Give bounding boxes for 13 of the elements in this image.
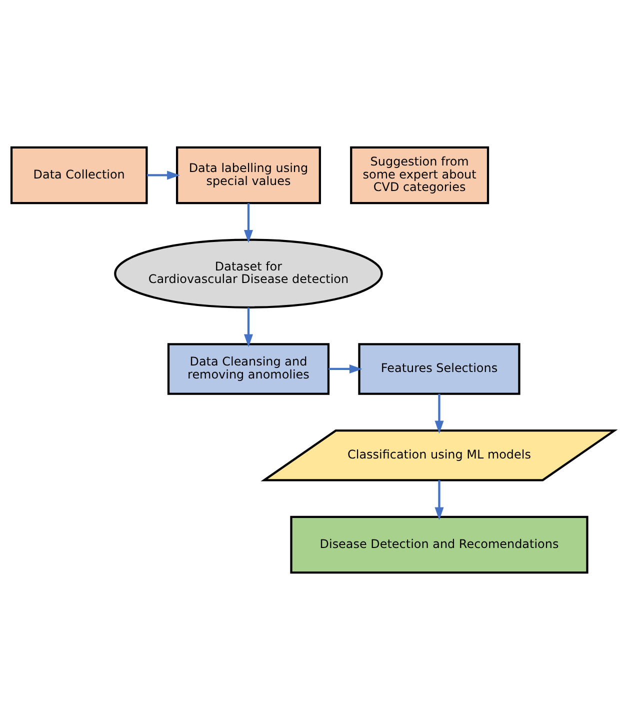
node-box: Data Cleansing and removing anomolies [167, 342, 330, 394]
node-ellipse: Dataset for Cardiovascular Disease detection [114, 238, 383, 308]
arrow [244, 202, 253, 242]
arrow [244, 306, 253, 347]
arrow [434, 393, 444, 434]
node-box: Disease Detection and Recomendations [290, 515, 588, 574]
arrow [146, 170, 180, 180]
arrow [434, 480, 444, 520]
node-box: Data labelling using special values [176, 146, 321, 204]
node-box: Data Collection [10, 146, 148, 204]
node-box: Suggestion from some expert about CVD categories [350, 146, 490, 204]
arrow [328, 364, 362, 373]
node-box: Features Selections [358, 342, 520, 394]
